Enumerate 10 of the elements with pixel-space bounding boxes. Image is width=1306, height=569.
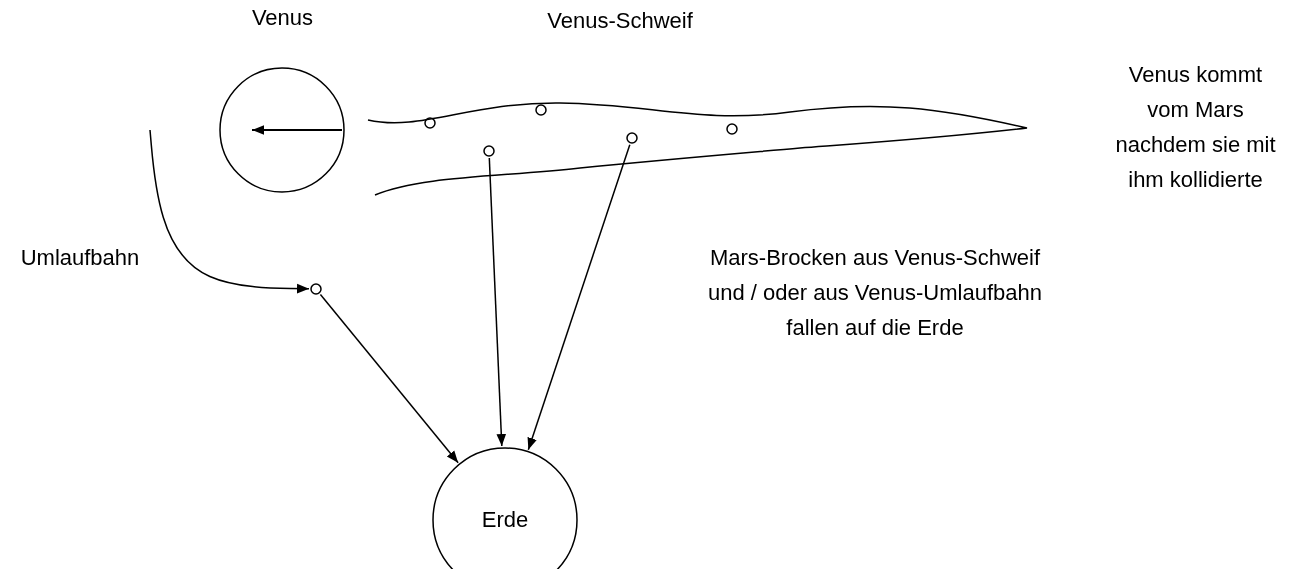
planet-label: Venus xyxy=(250,5,315,31)
note-text: Umlaufbahn xyxy=(19,244,141,272)
arrow xyxy=(319,293,459,464)
arrow xyxy=(488,157,507,447)
planet-label: Erde xyxy=(480,507,530,533)
note-text: Mars-Brocken aus Venus-Schweif und / oder aus Venus-Umlaufbahn fallen auf die Erde xyxy=(707,244,1043,342)
tail-label: Venus-Schweif xyxy=(546,8,694,34)
arrow xyxy=(149,129,310,294)
note-text: Venus kommt vom Mars nachdem sie mit ihm kollidierte xyxy=(1114,61,1277,194)
arrow xyxy=(527,143,631,451)
